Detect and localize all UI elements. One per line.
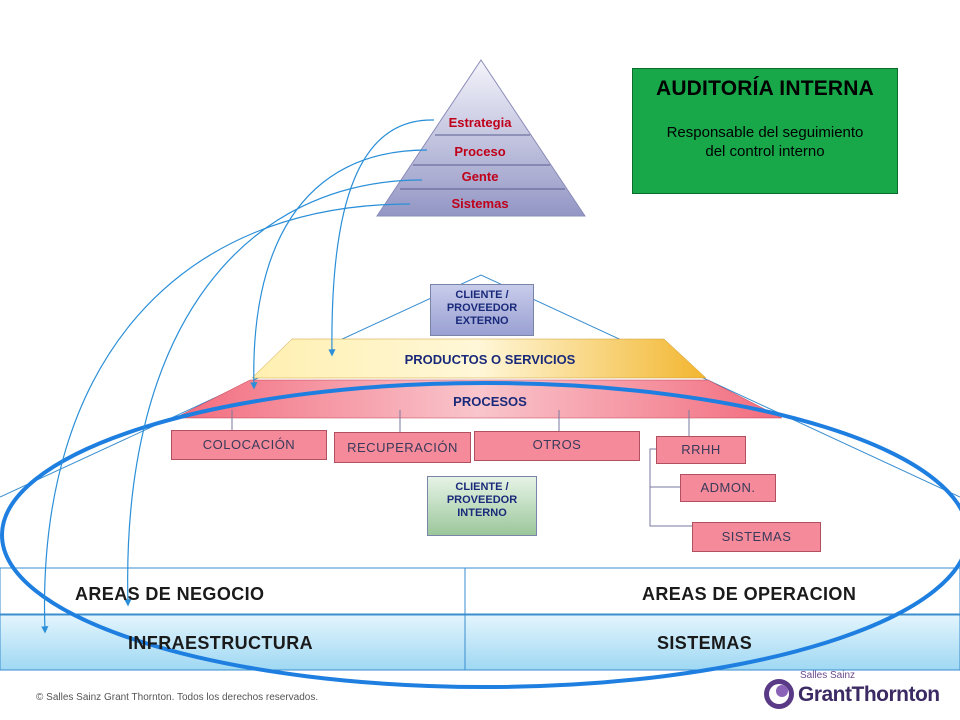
process-box-otros: OTROS — [474, 431, 640, 461]
products-band-label: PRODUCTOS O SERVICIOS — [404, 352, 576, 367]
infrastructure-row — [0, 614, 960, 671]
infraestructura-label: INFRAESTRUCTURA — [128, 633, 313, 653]
control-scope-ellipse — [0, 381, 960, 689]
areas-row — [0, 567, 960, 615]
pyramid-level-proceso: Proceso — [454, 144, 506, 159]
process-box-sistemas: SISTEMAS — [692, 522, 821, 552]
products-band — [251, 338, 707, 379]
client-internal-box: CLIENTE / PROVEEDOR INTERNO — [427, 476, 537, 536]
arrow-gente — [124, 179, 423, 607]
logo-text: GrantThornton — [798, 683, 940, 706]
copyright-footer: © Salles Sainz Grant Thornton. Todos los… — [36, 692, 319, 703]
audit-title: AUDITORÍA INTERNA — [655, 77, 875, 100]
process-box-rrhh: RRHH — [656, 436, 746, 464]
client-external-line2: PROVEEDOR — [446, 302, 518, 314]
pyramid-level-sistemas: Sistemas — [451, 196, 509, 211]
arrow-proceso — [250, 149, 428, 390]
arrow-estrategia — [328, 119, 435, 357]
client-external-box: CLIENTE / PROVEEDOR EXTERNO — [430, 284, 534, 336]
audit-subtitle-line1: Responsable del seguimiento — [666, 124, 864, 141]
pyramid-level-estrategia: Estrategia — [448, 115, 512, 130]
grant-thornton-logo-icon — [764, 679, 794, 709]
arrow-sistemas — [41, 203, 411, 634]
sistemas-area-label: SISTEMAS — [657, 633, 753, 653]
client-internal-line3: INTERNO — [457, 507, 507, 519]
client-internal-line1: CLIENTE / — [455, 481, 509, 493]
client-external-line3: EXTERNO — [455, 315, 509, 327]
client-external-line1: CLIENTE / — [455, 289, 509, 301]
areas-negocio-label: AREAS DE NEGOCIO — [75, 584, 265, 604]
pyramid-level-gente: Gente — [461, 169, 499, 184]
process-box-colocacion: COLOCACIÓN — [171, 430, 327, 460]
audit-subtitle: Responsable del seguimiento del control … — [633, 123, 897, 161]
top-pyramid — [376, 59, 586, 217]
process-box-recuperacion: RECUPERACIÓN — [334, 432, 471, 463]
internal-audit-box: AUDITORÍA INTERNA Responsable del seguim… — [632, 68, 898, 194]
processes-band-label: PROCESOS — [453, 394, 527, 409]
process-box-admon: ADMON. — [680, 474, 776, 502]
client-internal-line2: PROVEEDOR — [446, 494, 518, 506]
audit-subtitle-line2: del control interno — [705, 143, 825, 160]
areas-operacion-label: AREAS DE OPERACION — [642, 584, 857, 604]
logo-small-text: Salles Sainz — [800, 670, 856, 681]
